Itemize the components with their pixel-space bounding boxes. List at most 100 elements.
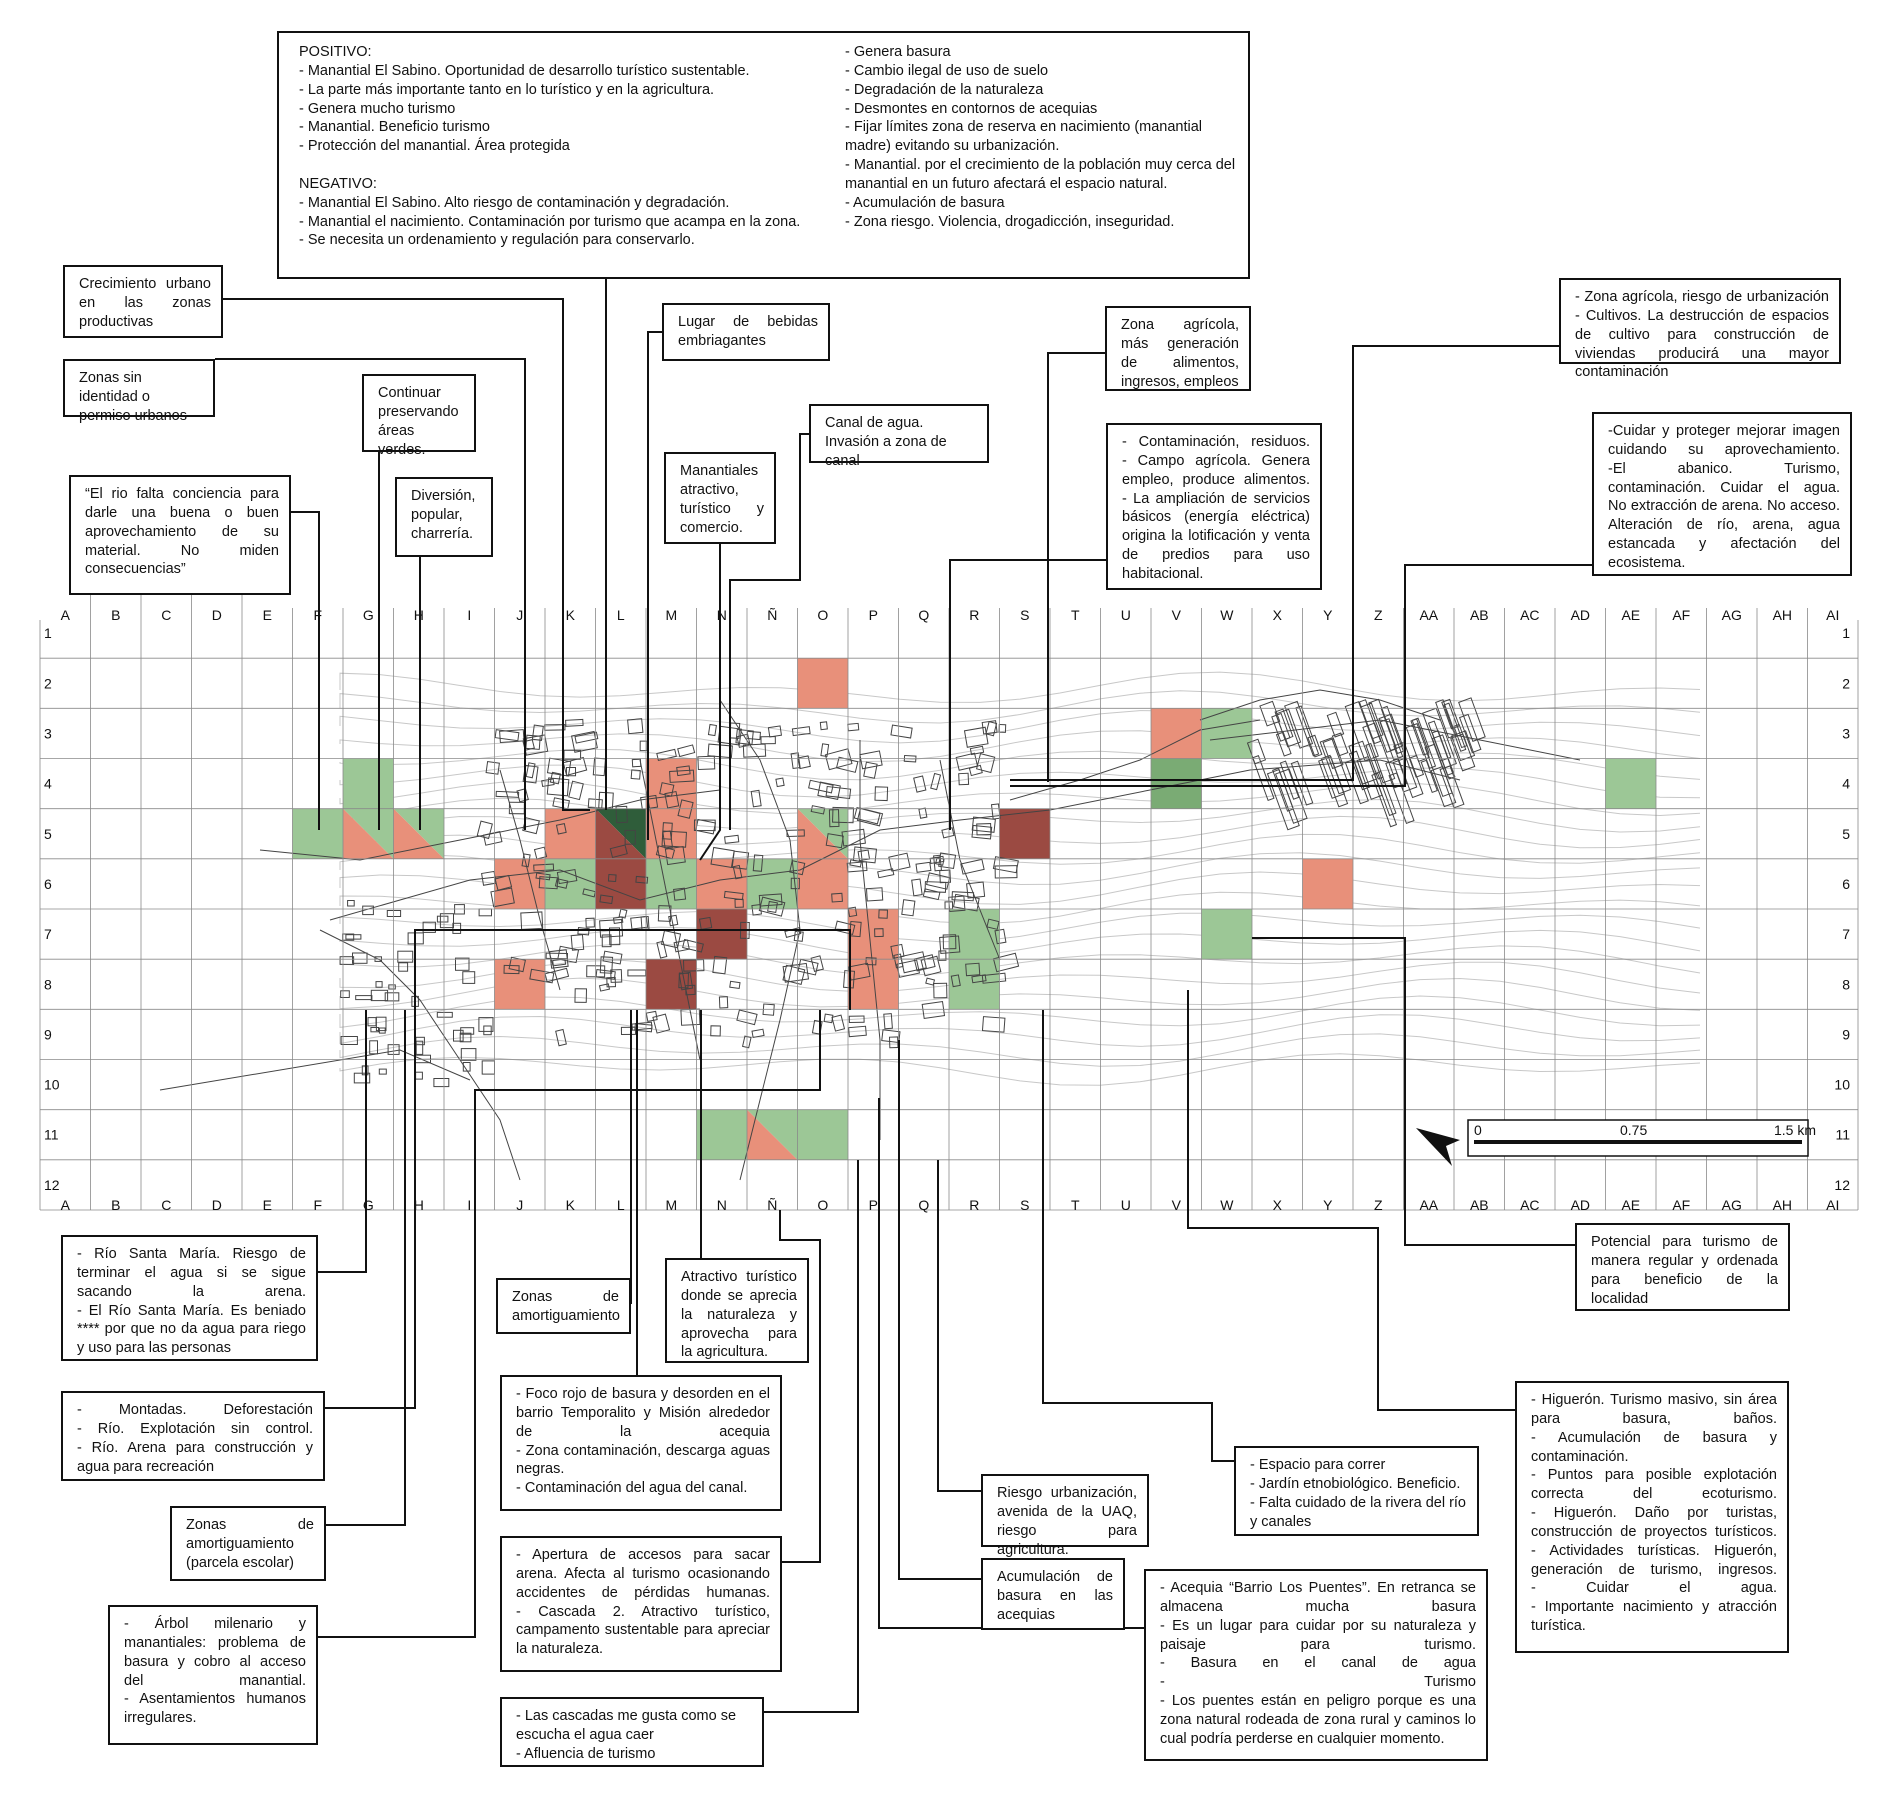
grid-col-label: C: [161, 607, 171, 623]
grid-col-label: B: [111, 607, 120, 623]
building-block: [481, 1060, 496, 1075]
grid-col-label: Ñ: [767, 607, 777, 623]
building-block: [562, 756, 588, 776]
grid-col-label: E: [263, 607, 272, 623]
building-block: [857, 849, 871, 862]
building-block: [965, 962, 981, 977]
annotation-continuar-preservando: Continuar preservando áreas verdes.: [362, 374, 476, 458]
annotation-contaminacion-residuos: - Contaminación, residuos.- Campo agríco…: [1106, 423, 1322, 590]
building-block: [920, 955, 942, 977]
grid-col-label: I: [467, 607, 471, 623]
building-block: [810, 955, 824, 972]
building-block: [655, 845, 676, 860]
grid-col-label: AC: [1520, 1197, 1539, 1213]
annotation-line: Zonas de amortiguamiento: [512, 1289, 620, 1324]
annotation-cascadas: - Las cascadas me gusta como se escucha …: [500, 1697, 764, 1767]
building-block: [707, 723, 717, 737]
building-block: [490, 887, 515, 908]
building-block: [791, 726, 811, 737]
building-block: [811, 1019, 823, 1035]
cell-L6: [595, 858, 646, 909]
contour-line: [339, 1033, 1701, 1067]
parcel: [1362, 722, 1396, 784]
parcel: [1430, 765, 1457, 808]
grid-col-label: Y: [1323, 607, 1333, 623]
grid-col-label: A: [61, 1197, 71, 1213]
annotation-line: - Zona riesgo. Violencia, drogadicción, …: [845, 213, 1175, 230]
building-block: [933, 982, 948, 999]
building-block: [568, 780, 584, 801]
building-block: [546, 757, 572, 777]
building-block: [433, 1078, 450, 1088]
annotation-line: -Cuidar y proteger mejorar imagen cuidan…: [1608, 423, 1840, 458]
annotation-line: - Río Santa María. Riesgo de terminar el…: [77, 1246, 306, 1300]
street-line: [1209, 719, 1581, 761]
annotation-line: - Las cascadas me gusta como se escucha …: [516, 1708, 737, 1743]
grid-col-label: U: [1121, 1197, 1131, 1213]
cell-Ñ11: [747, 1109, 798, 1160]
building-block: [682, 959, 705, 972]
grid-col-label: AD: [1571, 607, 1590, 623]
leader-line: [1010, 564, 1592, 787]
annotation-line: - Fijar límites zona de reserva en nacim…: [845, 119, 1203, 155]
annotation-line: - Protección del manantial. Área protegi…: [299, 138, 570, 155]
building-block: [723, 890, 744, 901]
parcel: [1378, 713, 1404, 752]
grid-col-label: AG: [1722, 1197, 1742, 1213]
grid-row-label: 2: [44, 675, 52, 691]
parcel: [1259, 700, 1281, 727]
leader-line: [898, 1040, 981, 1580]
cell-W3: [1201, 708, 1252, 759]
grid-col-label: M: [665, 1197, 677, 1213]
building-block: [710, 1025, 721, 1037]
annotation-foco-rojo: - Foco rojo de basura y desorden en el b…: [500, 1375, 782, 1511]
building-block: [481, 870, 497, 886]
annotation-apertura-accesos: - Apertura de accesos para sacar arena. …: [500, 1536, 782, 1672]
parcel: [1427, 720, 1454, 776]
grid-col-label: R: [969, 1197, 979, 1213]
building-block: [529, 968, 555, 984]
positivo-negativo-left: POSITIVO:- Manantial El Sabino. Oportuni…: [299, 43, 839, 250]
building-block: [831, 1014, 846, 1032]
cell-J8: [494, 959, 545, 1010]
grid-col-label: Z: [1374, 1197, 1383, 1213]
scale-label-0: 0: [1474, 1122, 1482, 1138]
building-block: [669, 769, 695, 783]
leader-line: [291, 511, 320, 830]
building-block: [834, 920, 856, 936]
annotation-line: - Higuerón. Daño por turistas, construcc…: [1531, 1505, 1777, 1540]
building-block: [398, 962, 409, 972]
building-block: [951, 891, 975, 902]
grid-col-label: J: [516, 607, 523, 623]
building-block: [736, 733, 751, 748]
building-block: [718, 996, 729, 1009]
grid-col-label: AC: [1520, 607, 1539, 623]
annotation-line: - Higuerón. Turismo masivo, sin área par…: [1531, 1392, 1777, 1427]
building-block: [825, 833, 844, 849]
annotation-line: Manantiales atractivo, turístico y comer…: [680, 463, 764, 536]
cell-S5: [999, 808, 1050, 859]
grid-col-label: AG: [1722, 607, 1742, 623]
building-block: [969, 745, 985, 756]
building-block: [439, 913, 454, 929]
building-block: [378, 1068, 387, 1075]
building-block: [960, 858, 985, 875]
annotation-line: - Degradación de la naturaleza: [845, 81, 1044, 98]
annotation-line: - Manantial El Sabino. Oportunidad de de…: [299, 62, 750, 79]
building-block: [729, 980, 741, 990]
parcel: [1408, 754, 1425, 778]
building-block: [849, 920, 862, 938]
building-block: [630, 769, 641, 780]
parcel: [1326, 711, 1345, 738]
building-block: [677, 799, 694, 819]
annotation-line: - Cuidar el agua.: [1531, 1580, 1777, 1597]
building-block: [938, 950, 947, 961]
annotation-line: Atractivo turístico donde se aprecia la …: [681, 1269, 797, 1361]
building-block: [786, 829, 805, 838]
building-block: [574, 731, 599, 744]
cell-J6: [494, 858, 545, 909]
grid-col-label: V: [1172, 607, 1182, 623]
building-block: [736, 1009, 758, 1026]
building-block: [994, 865, 1018, 879]
building-block: [677, 744, 696, 758]
